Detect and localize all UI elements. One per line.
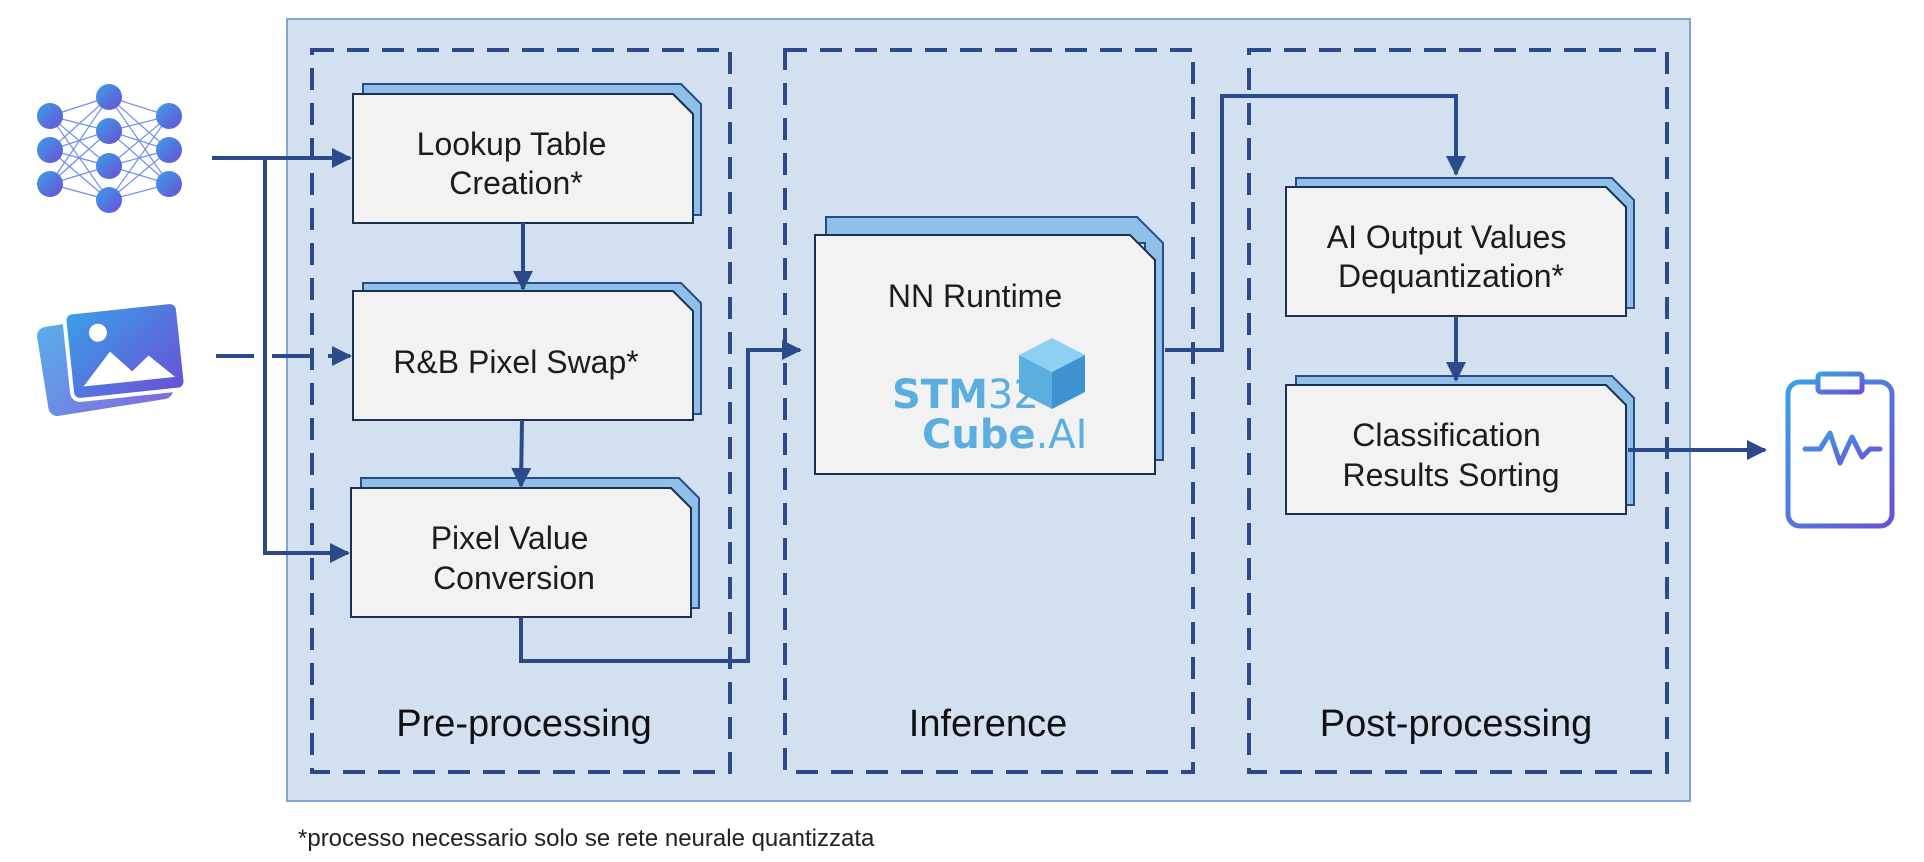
pixel-swap-box: R&B Pixel Swap* [352,282,702,421]
nn-runtime-line1: NN Runtime [888,278,1062,314]
arrow-input-bus [263,158,350,563]
svg-text:NN Runtime: NN Runtime [888,278,1062,314]
pixel-value-box: Pixel Value Conversion [350,477,700,618]
neural-network-icon [37,84,182,213]
svg-text:STM32: STM32 [892,372,1039,418]
dequantization-box: AI Output Values Dequantization* [1285,177,1635,317]
pixel-swap-line1: R&B Pixel Swap* [393,344,638,380]
nn-runtime-box: NN Runtime STM32 Cube.AI [814,216,1164,475]
arrow-swap-to-value [511,419,532,488]
svg-text:Classification Results S: Classification Results Sorting [1343,417,1560,493]
postprocessing-section [1247,48,1669,774]
footnote: *processo necessario solo se rete neural… [298,825,875,852]
arrow-nn-to-dequant [1165,94,1466,352]
pixel-value-line2: Conversion [433,560,595,596]
logo-stm: STM [892,372,988,418]
logo-ai: .AI [1036,412,1088,458]
sorting-line1: Classification [1352,417,1541,453]
logo-cube: Cube [922,412,1036,458]
sorting-box: Classification Results Sorting [1285,375,1635,515]
dequantization-line2: Dequantization* [1338,258,1564,294]
postprocessing-label: Post-processing [1320,703,1592,745]
preprocessing-label: Pre-processing [396,703,652,745]
svg-text:AI Output Values Dequant: AI Output Values Dequantization* [1327,219,1575,294]
sorting-line2: Results Sorting [1343,457,1560,493]
inference-section [783,48,1195,774]
image-gallery-icon [37,300,188,417]
preprocessing-section [310,48,732,774]
cube-icon [1019,338,1085,409]
connectors [212,94,1767,663]
lookup-table-line1: Lookup Table [417,126,607,162]
dequantization-line1: AI Output Values [1327,219,1567,255]
inference-label: Inference [909,703,1067,745]
svg-text:Lookup Table Creation*: Lookup Table Creation* [417,126,616,201]
svg-text:R&B Pixel Swap*: R&B Pixel Swap* [393,344,638,380]
lookup-table-line2: Creation* [449,165,582,201]
stm32-cube-ai-logo: STM32 Cube.AI [892,338,1087,458]
pixel-value-line1: Pixel Value [431,520,589,556]
svg-text:Pixel Value Conversion: Pixel Value Conversion [431,520,598,596]
clipboard-report-icon [1785,371,1895,529]
lookup-table-box: Lookup Table Creation* [352,83,702,224]
svg-text:Cube.AI: Cube.AI [922,412,1087,458]
arrow-value-to-nn [519,340,802,663]
